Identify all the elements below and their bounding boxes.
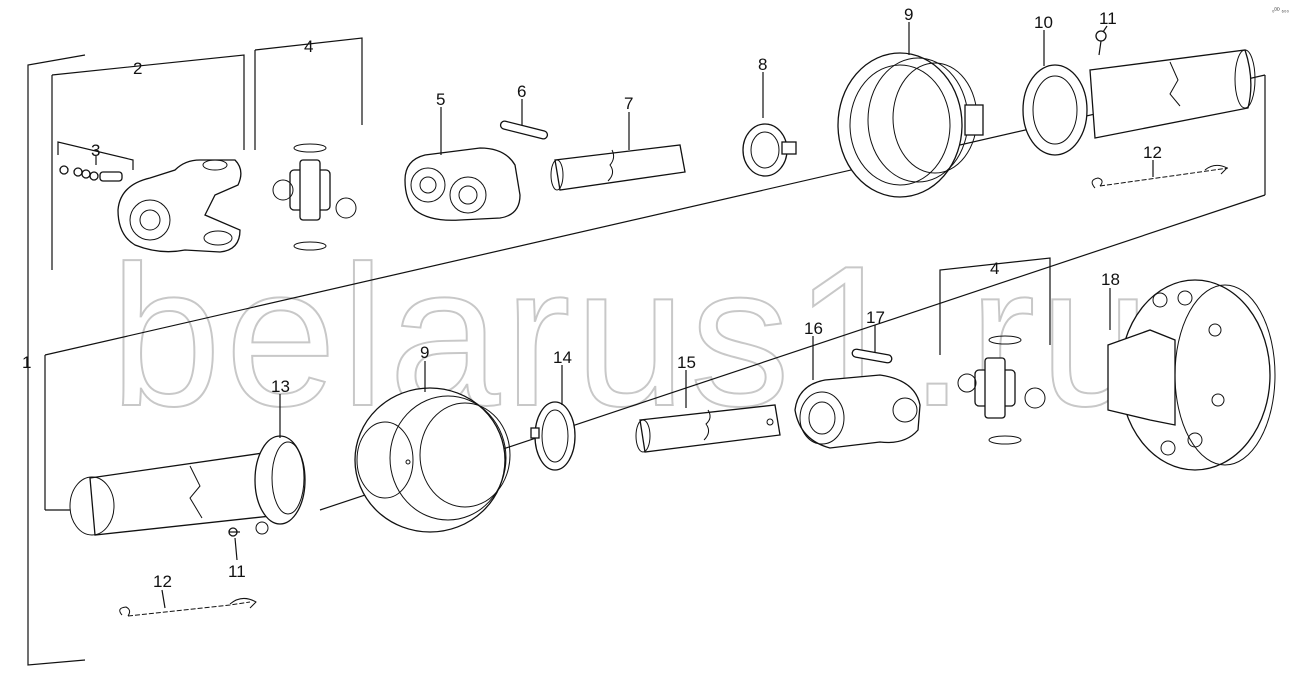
part-3-pin-set <box>59 165 123 182</box>
assembly-frame <box>27 37 1266 666</box>
part-14-bearing-ring <box>530 401 576 471</box>
callout-12-bottom: 12 <box>153 572 172 591</box>
corner-mark: ₀ᴰᴰ ₆₀₀ <box>1272 7 1289 14</box>
part-7-inner-tube <box>550 144 686 191</box>
callout-17: 17 <box>866 308 885 327</box>
leader-lines <box>95 22 1154 609</box>
part-12-chain-bottom <box>119 598 257 617</box>
part-10-outer-tube <box>1022 49 1256 156</box>
watermark: belarus1.ru <box>110 225 1155 448</box>
part-4-cross-bottom <box>957 335 1046 445</box>
callout-11-top: 11 <box>1099 9 1117 28</box>
callout-8: 8 <box>758 55 767 74</box>
callout-13: 13 <box>271 377 290 396</box>
callout-16: 16 <box>804 319 823 338</box>
callout-4-bottom: 4 <box>990 259 999 278</box>
callout-6: 6 <box>517 82 526 101</box>
callout-4-top: 4 <box>304 37 313 56</box>
part-11-screw-bottom <box>228 527 240 537</box>
callout-7: 7 <box>624 94 633 113</box>
callout-3: 3 <box>91 141 100 160</box>
callout-9-top: 9 <box>904 5 913 24</box>
part-4-cross-top <box>272 143 357 251</box>
part-2-yoke <box>117 159 242 253</box>
callout-18: 18 <box>1101 270 1120 289</box>
part-8-bearing-ring <box>742 123 797 177</box>
callout-15: 15 <box>677 353 696 372</box>
callout-9-bottom: 9 <box>420 343 429 362</box>
part-11-screw-top <box>1095 30 1107 56</box>
callout-10: 10 <box>1034 13 1053 32</box>
callout-5: 5 <box>436 90 445 109</box>
callout-labels: 1 2 3 4 4 5 6 7 8 9 9 10 11 11 12 12 13 … <box>22 5 1162 591</box>
part-16-yoke <box>794 374 921 449</box>
callout-11-bottom: 11 <box>228 562 246 581</box>
part-5-yoke <box>404 147 521 221</box>
part-17-spring-pin <box>851 348 893 364</box>
part-9-shield-bottom <box>354 387 511 533</box>
part-18-flange-yoke <box>1107 279 1276 471</box>
callout-12-top: 12 <box>1143 143 1162 162</box>
part-13-outer-tube <box>69 435 306 536</box>
callout-1: 1 <box>22 353 31 372</box>
part-9-shield-top <box>837 52 984 198</box>
part-6-spring-pin <box>499 120 549 140</box>
part-12-chain-top <box>1091 164 1229 189</box>
part-15-inner-tube <box>635 404 781 453</box>
callout-14: 14 <box>553 348 572 367</box>
callout-2: 2 <box>133 59 142 78</box>
